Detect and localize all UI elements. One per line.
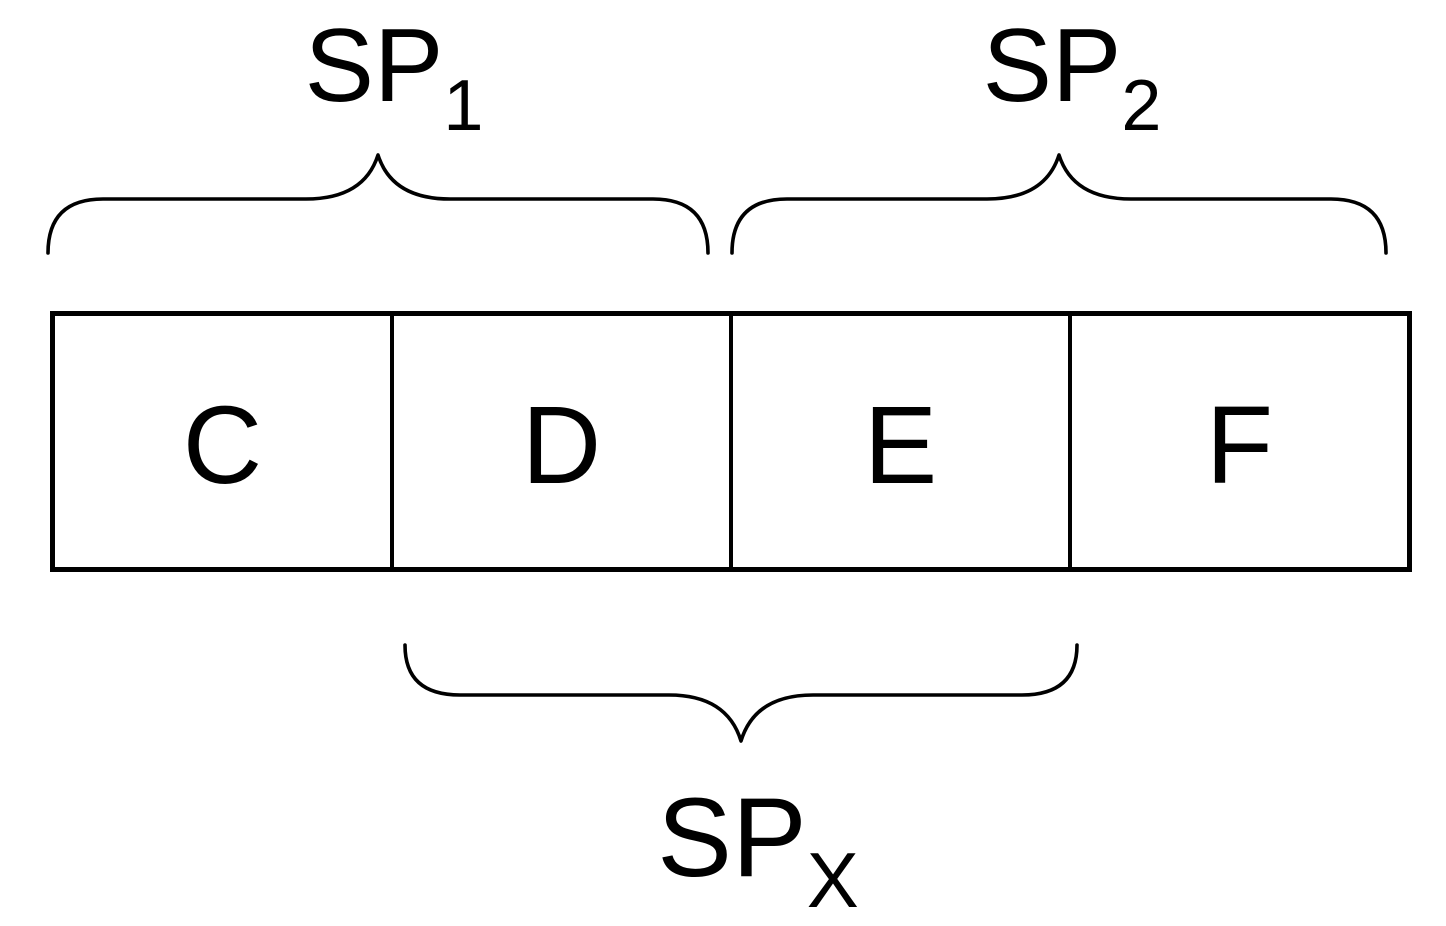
box-cell-d: D (390, 316, 729, 567)
sp2-label-subscript: 2 (1121, 65, 1162, 146)
cell-letter: D (521, 383, 602, 507)
cell-letter: C (182, 383, 263, 507)
spx-label: SPX (657, 782, 858, 920)
spx-underbrace (403, 643, 1079, 743)
cell-letter: E (863, 383, 938, 507)
box-cell-f: F (1068, 316, 1407, 567)
sp2-label: SP2 (983, 14, 1162, 142)
box-cell-e: E (729, 316, 1068, 567)
sp1-label-base: SP (304, 8, 444, 124)
box-row: C D E F (50, 311, 1412, 572)
sp2-label-base: SP (982, 8, 1122, 124)
sp1-overbrace (46, 153, 710, 255)
sp1-label-subscript: 1 (443, 65, 484, 146)
sp2-overbrace (730, 153, 1388, 255)
cell-letter: F (1205, 383, 1274, 507)
spx-label-base: SP (657, 775, 807, 900)
sp1-label: SP1 (305, 14, 484, 142)
box-cell-c: C (55, 316, 390, 567)
spx-label-subscript: X (806, 836, 859, 925)
